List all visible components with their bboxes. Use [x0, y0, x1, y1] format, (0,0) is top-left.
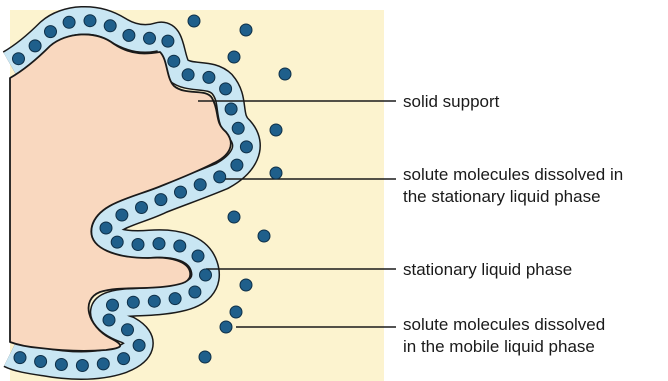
stationary-solute-molecule [122, 324, 134, 336]
mobile-solute-molecule [230, 306, 242, 318]
stationary-solute-molecule [144, 32, 156, 44]
stationary-solute-molecule [168, 55, 180, 67]
label-stationary-liquid: stationary liquid phase [403, 260, 572, 279]
stationary-solute-molecule [103, 314, 115, 326]
stationary-solute-molecule [132, 239, 144, 251]
stationary-solute-molecule [231, 159, 243, 171]
stationary-solute-molecule [214, 171, 226, 183]
stationary-solute-molecule [220, 83, 232, 95]
mobile-solute-molecule [220, 321, 232, 333]
stationary-solute-molecule [97, 358, 109, 370]
stationary-solute-molecule [29, 40, 41, 52]
stationary-solute-molecule [35, 356, 47, 368]
stationary-solute-molecule [76, 360, 88, 372]
label-solid-support-line: solid support [403, 92, 500, 111]
stationary-solute-molecule [153, 238, 165, 250]
stationary-solute-molecule [174, 240, 186, 252]
stationary-solute-molecule [127, 296, 139, 308]
stationary-solute-molecule [189, 286, 201, 298]
stationary-solute-molecule [55, 359, 67, 371]
stationary-solute-molecule [63, 16, 75, 28]
stationary-solute-molecule [232, 122, 244, 134]
stationary-solute-molecule [155, 194, 167, 206]
label-solute-stationary-line-2: the stationary liquid phase [403, 187, 601, 206]
stationary-solute-molecule [84, 15, 96, 27]
stationary-solute-molecule [111, 236, 123, 248]
stationary-solute-molecule [148, 295, 160, 307]
stationary-solute-molecule [162, 35, 174, 47]
label-stationary-liquid-line: stationary liquid phase [403, 260, 572, 279]
stationary-solute-molecule [169, 293, 181, 305]
stationary-solute-molecule [203, 71, 215, 83]
mobile-solute-molecule [240, 24, 252, 36]
stationary-solute-molecule [123, 29, 135, 41]
stationary-solute-molecule [182, 69, 194, 81]
mobile-solute-molecule [240, 279, 252, 291]
stationary-solute-molecule [192, 250, 204, 262]
stationary-solute-molecule [194, 179, 206, 191]
stationary-solute-molecule [118, 353, 130, 365]
label-solid-support: solid support [403, 92, 500, 111]
mobile-solute-molecule [228, 51, 240, 63]
stationary-solute-molecule [107, 299, 119, 311]
mobile-solute-molecule [199, 351, 211, 363]
stationary-solute-molecule [104, 20, 116, 32]
label-solute-mobile-line-2: in the mobile liquid phase [403, 337, 595, 356]
stationary-solute-molecule [14, 352, 26, 364]
mobile-solute-molecule [270, 124, 282, 136]
stationary-solute-molecule [225, 103, 237, 115]
stationary-solute-molecule [45, 26, 57, 38]
stationary-solute-molecule [200, 269, 212, 281]
stationary-solute-molecule [136, 202, 148, 214]
mobile-solute-molecule [188, 15, 200, 27]
mobile-solute-molecule [258, 230, 270, 242]
stationary-solute-molecule [13, 53, 25, 65]
stationary-solute-molecule [133, 339, 145, 351]
stationary-solute-molecule [240, 141, 252, 153]
stationary-solute-molecule [116, 209, 128, 221]
mobile-solute-molecule [228, 211, 240, 223]
label-solute-stationary-line-1: solute molecules dissolved in [403, 165, 623, 184]
mobile-solute-molecule [270, 167, 282, 179]
stationary-solute-molecule [100, 222, 112, 234]
label-solute-stationary: solute molecules dissolved in the statio… [403, 165, 628, 206]
stationary-solute-molecule [175, 186, 187, 198]
label-solute-mobile-line-1: solute molecules dissolved [403, 315, 605, 334]
mobile-solute-molecule [279, 68, 291, 80]
label-solute-mobile: solute molecules dissolved in the mobile… [403, 315, 610, 356]
